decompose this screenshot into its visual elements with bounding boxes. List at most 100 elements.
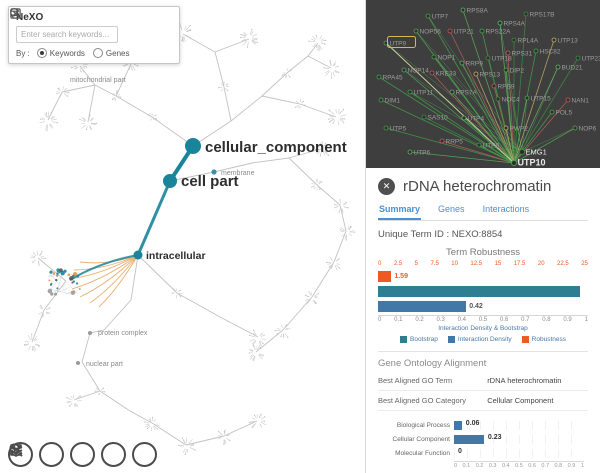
tree-node-cellular_component[interactable] (185, 138, 201, 154)
tree-node-cell_part[interactable] (163, 174, 177, 188)
gene-node-sas10[interactable]: SAS10 (428, 115, 449, 122)
search-by-label: By : (16, 48, 30, 58)
zoom-out-button[interactable] (9, 442, 64, 467)
gene-node-nan1[interactable]: NAN1 (572, 98, 590, 105)
tree-label-protein-complex[interactable]: protein complex (98, 330, 148, 337)
robustness-bar-bootstrap (378, 285, 588, 297)
tree-label-membrane[interactable]: membrane (221, 170, 255, 177)
legend-item: Interaction Density (447, 336, 512, 343)
gene-node-rpa45[interactable]: RPA45 (383, 75, 403, 82)
gene-node-utp15[interactable]: UTP15 (531, 96, 552, 103)
gene-node-utp23[interactable]: UTP23 (582, 56, 600, 63)
search-panel: NeXO (8, 6, 180, 64)
gene-node-utp21[interactable]: UTP21 (454, 29, 475, 36)
robustness-bar-interaction-density: 0.42 (378, 300, 588, 312)
gene-node-rpl4a[interactable]: RPL4A (518, 38, 539, 45)
gene-node-noc4[interactable]: NOC4 (502, 97, 520, 104)
gene-node-pol5[interactable]: POL5 (556, 110, 573, 117)
gene-node-utp13[interactable]: UTP13 (558, 38, 579, 45)
ontology-tree-canvas[interactable]: mitochondrial part membrane protein comple… (0, 0, 365, 473)
tree-node-label-cell_part[interactable]: cell part (181, 173, 239, 190)
gene-node-nop1[interactable]: NOP1 (438, 55, 456, 62)
ontology-tree-panel[interactable]: mitochondrial part membrane protein comple… (0, 0, 365, 473)
tree-label-mitochondrial-part[interactable]: mitochondrial part (70, 77, 126, 84)
gene-node-nop56[interactable]: NOP56 (420, 29, 442, 36)
app-title: NeXO (16, 12, 44, 23)
clear-search-button[interactable] (10, 8, 172, 42)
unique-term-id-label: Unique Term ID : (378, 229, 450, 240)
search-by-keywords-radio[interactable]: Keywords (36, 48, 85, 58)
tree-label-nuclear-part[interactable]: nuclear part (86, 361, 123, 368)
tree-node-intracellular[interactable] (133, 250, 143, 260)
gene-node-pwp2[interactable]: PWP2 (510, 126, 529, 133)
gene-node-utp10[interactable]: UTP10 (518, 158, 546, 168)
radio-label: Genes (105, 48, 130, 58)
gene-node-emg1[interactable]: EMG1 (526, 148, 547, 157)
gene-node-rps4a[interactable]: RPS4A (504, 21, 526, 28)
gene-node-rps17b[interactable]: RPS17B (530, 12, 555, 19)
unique-term-id: Unique Term ID : NEXO:8854 (378, 229, 588, 240)
details-tabs: Summary Genes Interactions (378, 204, 588, 221)
gene-node-nop14[interactable]: NOP14 (408, 68, 430, 75)
robustness-axis-label: Interaction Density & Bootstrap (438, 325, 528, 332)
close-details-button[interactable]: ✕ (378, 178, 395, 195)
robustness-bar-robustness: 1.59 (378, 270, 588, 282)
gene-node-utp5[interactable]: UTP5 (390, 126, 407, 133)
gene-node-hsc82[interactable]: HSC82 (540, 49, 561, 56)
gene-node-nop6[interactable]: NOP6 (579, 126, 597, 133)
gene-node-rps22a[interactable]: RPS22A (486, 29, 512, 36)
gene-node-rps9[interactable]: RPS9 (498, 84, 515, 91)
gene-node-bud21[interactable]: BUD21 (562, 65, 583, 72)
robustness-legend: Bootstrap Interaction Density Robustness (378, 336, 588, 343)
tab-summary[interactable]: Summary (378, 204, 422, 220)
gene-node-rps13[interactable]: RPS13 (480, 72, 501, 79)
unique-term-id-value: NEXO:8854 (451, 229, 503, 240)
gene-node-utp7[interactable]: UTP7 (432, 14, 449, 21)
gene-node-utp8[interactable]: UTP8 (483, 143, 500, 150)
tab-genes[interactable]: Genes (438, 204, 465, 214)
go-alignment-header: Gene Ontology Alignment (378, 351, 588, 369)
legend-item: Robustness (521, 336, 566, 343)
zoom-fit-button[interactable] (10, 442, 95, 467)
search-by-genes-radio[interactable]: Genes (92, 48, 130, 58)
gene-node-utp6[interactable]: UTP6 (414, 150, 431, 157)
gene-node-rrp9[interactable]: RRP9 (466, 61, 484, 68)
gene-node-utp4[interactable]: UTP4 (468, 116, 485, 123)
gene-node-rps31[interactable]: RPS31 (512, 51, 533, 58)
gene-node-rps7a[interactable]: RPS7A (456, 90, 478, 97)
gene-node-rps8a[interactable]: RPS8A (467, 8, 489, 15)
legend-item: Bootstrap (400, 336, 438, 343)
gene-node-kre33[interactable]: KRE33 (436, 71, 457, 78)
robustness-chart-title: Term Robustness (446, 247, 520, 258)
radio-label: Keywords (49, 48, 85, 58)
bar-value-label: 1.59 (394, 272, 408, 280)
gene-node-dip2[interactable]: DIP2 (510, 68, 525, 75)
bar-value-label: 0.42 (469, 302, 483, 310)
search-button[interactable] (10, 8, 136, 42)
gene-node-dim1[interactable]: DIM1 (385, 98, 401, 105)
gene-node-utp18[interactable]: UTP18 (492, 56, 513, 63)
gene-node-utp9[interactable]: UTP9 (390, 41, 407, 48)
layers-button[interactable] (9, 442, 157, 467)
search-input[interactable] (16, 26, 118, 43)
tree-node-label-cellular_component[interactable]: cellular_component (205, 139, 347, 156)
reset-search-button[interactable] (10, 8, 154, 42)
gene-node-rrp5[interactable]: RRP5 (446, 139, 464, 146)
tree-node-label-intracellular[interactable]: intracellular (146, 250, 206, 262)
gene-node-utp11[interactable]: UTP11 (414, 90, 434, 97)
collapse-tree-button[interactable] (11, 442, 126, 467)
tab-interactions[interactable]: Interactions (482, 204, 530, 214)
